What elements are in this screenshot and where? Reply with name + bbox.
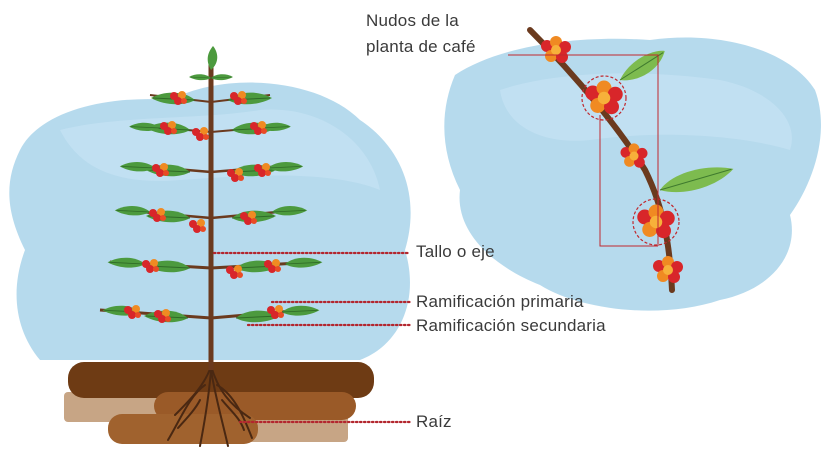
coffee-branch-closeup	[508, 27, 734, 293]
label-stem: Tallo o eje	[416, 242, 495, 261]
label-nodes: Nudos de la planta de café	[366, 8, 476, 60]
label-secondary-branch: Ramificación secundaria	[416, 316, 606, 335]
watercolor-background-right	[444, 37, 821, 311]
plant-foliage	[99, 46, 323, 323]
label-nodes-line1: Nudos de la	[366, 11, 459, 30]
soil-layers	[64, 362, 374, 444]
roots	[167, 365, 253, 447]
leader-lines	[212, 251, 412, 424]
label-primary-branch: Ramificación primaria	[416, 292, 584, 311]
label-root: Raíz	[416, 412, 452, 431]
label-nodes-line2: planta de café	[366, 37, 476, 56]
